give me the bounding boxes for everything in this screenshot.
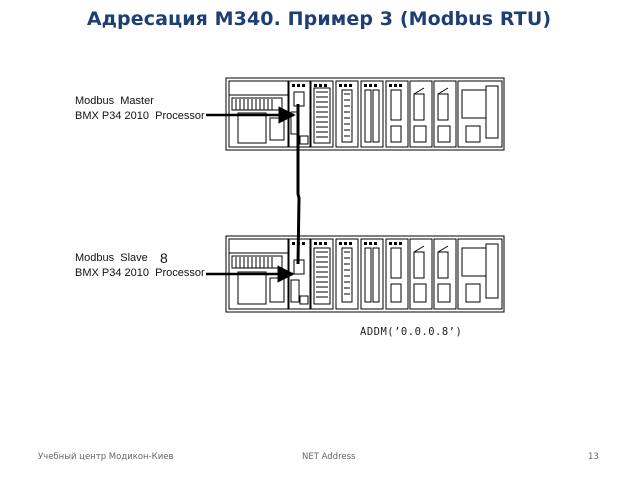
footer-topic: NET Address: [302, 452, 356, 462]
addm-command: ADDM(’0.0.0.8’): [360, 326, 463, 338]
master-label-line1: Modbus Master: [75, 95, 154, 107]
slave-label-line2: BMX P34 2010 Processor: [75, 267, 205, 279]
status-led-row: [292, 84, 402, 87]
slide-title: Адресация M340. Пример 3 (Modbus RTU): [86, 8, 552, 30]
page-number: 13: [588, 452, 599, 462]
modbus-cable: [296, 104, 301, 265]
footer-organization: Учебный центр Модикон-Киев: [38, 452, 174, 462]
slave-address: 8: [160, 250, 168, 266]
slave-label-line1: Modbus Slave: [75, 252, 148, 264]
master-label-line2: BMX P34 2010 Processor: [75, 110, 205, 122]
